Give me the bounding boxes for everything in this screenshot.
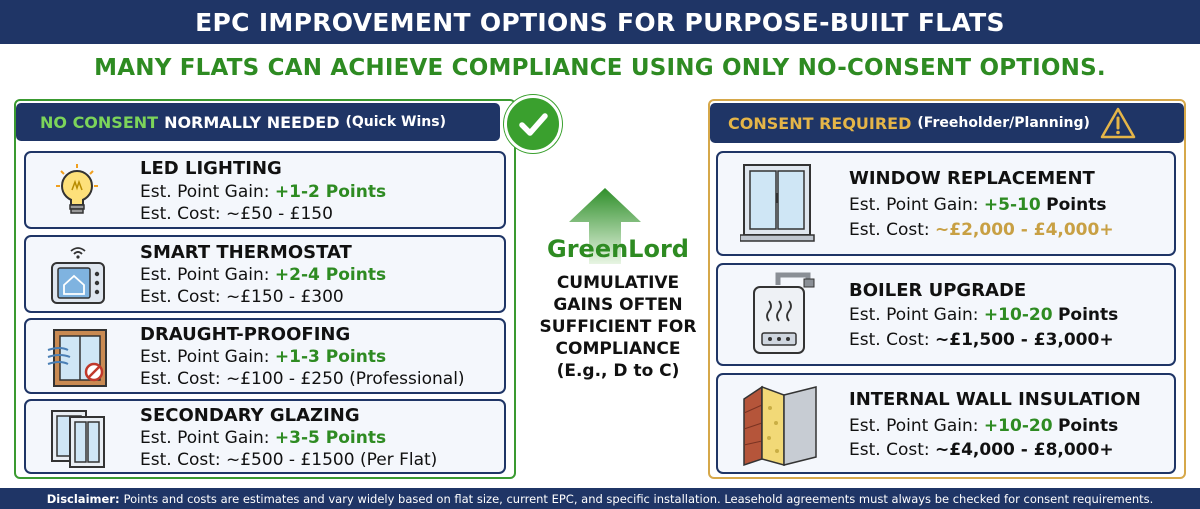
cost-value: ~£50 - £150 (226, 204, 333, 224)
up-arrow-icon (566, 186, 644, 268)
option-title: SECONDARY GLAZING (140, 405, 360, 426)
point-gain-line: Est. Point Gain: +2-4 Points (140, 265, 387, 285)
option-title: BOILER UPGRADE (849, 280, 1027, 301)
cumulative-gains-text: CUMULATIVE GAINS OFTEN SUFFICIENT FOR CO… (539, 273, 697, 381)
warning-icon (1100, 107, 1136, 139)
point-gain-value: +10-20 (983, 416, 1053, 436)
cost-value: ~£100 - £250 (226, 369, 344, 389)
cost-line: Est. Cost: ~£100 - £250 (Professional) (140, 369, 465, 389)
cost-note: (Per Flat) (359, 450, 438, 470)
cost-line: Est. Cost: ~£1,500 - £3,000+ (849, 330, 1114, 350)
no-consent-title: NO CONSENT NORMALLY NEEDED (Quick Wins) (16, 103, 500, 141)
title-gold-part: CONSENT REQUIRED (728, 113, 912, 133)
option-card-secondary-glazing: SECONDARY GLAZING Est. Point Gain: +3-5 … (24, 399, 506, 474)
check-icon (504, 95, 562, 153)
subheading: MANY FLATS CAN ACHIEVE COMPLIANCE USING … (94, 55, 1106, 81)
wall-insulation-icon (740, 383, 820, 471)
option-card-smart-thermostat: SMART THERMOSTAT Est. Point Gain: +2-4 P… (24, 235, 506, 313)
lightbulb-icon (52, 162, 102, 226)
point-gain-line: Est. Point Gain: +10-20 Points (849, 416, 1119, 436)
no-consent-panel (14, 99, 516, 479)
point-gain-value: +10-20 (983, 305, 1053, 325)
title-white-part: NORMALLY NEEDED (164, 112, 340, 132)
point-gain-value: +2-4 Points (274, 265, 387, 285)
thermostat-icon (48, 243, 108, 311)
header-bar: EPC IMPROVEMENT OPTIONS FOR PURPOSE-BUIL… (0, 0, 1200, 44)
disclaimer-text: Points and costs are estimates and vary … (123, 491, 1154, 506)
point-gain-line: Est. Point Gain: +1-3 Points (140, 347, 387, 367)
cost-note: (Professional) (349, 369, 465, 389)
cost-value: ~£150 - £300 (226, 287, 344, 307)
boiler-icon (748, 271, 818, 365)
disclaimer-label: Disclaimer: (46, 491, 120, 506)
option-title: INTERNAL WALL INSULATION (849, 389, 1141, 410)
cost-value: ~£500 - £1500 (226, 450, 355, 470)
cost-line: Est. Cost: ~£150 - £300 (140, 287, 344, 307)
option-card-window-replacement: WINDOW REPLACEMENT Est. Point Gain: +5-1… (716, 151, 1176, 256)
window-icon (739, 163, 816, 247)
point-gain-line: Est. Point Gain: +1-2 Points (140, 182, 387, 202)
cost-value: ~£1,500 - £3,000+ (935, 330, 1114, 350)
option-title: SMART THERMOSTAT (140, 242, 352, 263)
cost-line: Est. Cost: ~£4,000 - £8,000+ (849, 440, 1114, 460)
brand-name: GreenLord (547, 235, 689, 263)
cost-line: Est. Cost: ~£50 - £150 (140, 204, 333, 224)
title-green-part: NO CONSENT (40, 112, 159, 132)
cost-line: Est. Cost: ~£500 - £1500 (Per Flat) (140, 450, 438, 470)
point-gain-unit: Points (1057, 305, 1119, 325)
point-gain-unit: Points (1057, 416, 1119, 436)
option-card-draught-proofing: DRAUGHT-PROOFING Est. Point Gain: +1-3 P… (24, 318, 506, 394)
option-title: WINDOW REPLACEMENT (849, 168, 1095, 189)
option-card-internal-wall-insulation: INTERNAL WALL INSULATION Est. Point Gain… (716, 373, 1176, 474)
disclaimer-bar: Disclaimer: Points and costs are estimat… (0, 488, 1200, 509)
title-small-part: (Freeholder/Planning) (917, 115, 1090, 131)
point-gain-line: Est. Point Gain: +3-5 Points (140, 428, 387, 448)
option-card-led-lighting: LED LIGHTING Est. Point Gain: +1-2 Point… (24, 151, 506, 229)
draught-window-icon (46, 326, 110, 394)
point-gain-line: Est. Point Gain: +10-20 Points (849, 305, 1119, 325)
glazing-icon (48, 407, 110, 473)
point-gain-value: +5-10 (983, 195, 1041, 215)
title-small-part: (Quick Wins) (345, 114, 446, 130)
point-gain-line: Est. Point Gain: +5-10 Points (849, 195, 1107, 215)
consent-required-panel (708, 99, 1186, 479)
cost-value: ~£2,000 - £4,000+ (935, 220, 1114, 240)
option-card-boiler-upgrade: BOILER UPGRADE Est. Point Gain: +10-20 P… (716, 263, 1176, 366)
option-title: DRAUGHT-PROOFING (140, 324, 351, 345)
point-gain-unit: Points (1046, 195, 1107, 215)
point-gain-value: +1-2 Points (274, 182, 387, 202)
cost-value: ~£4,000 - £8,000+ (935, 440, 1114, 460)
point-gain-value: +1-3 Points (274, 347, 387, 367)
consent-required-title: CONSENT REQUIRED (Freeholder/Planning) (710, 103, 1184, 143)
point-gain-value: +3-5 Points (274, 428, 387, 448)
cost-line: Est. Cost: ~£2,000 - £4,000+ (849, 220, 1114, 240)
page-title: EPC IMPROVEMENT OPTIONS FOR PURPOSE-BUIL… (195, 7, 1005, 37)
option-title: LED LIGHTING (140, 158, 282, 179)
